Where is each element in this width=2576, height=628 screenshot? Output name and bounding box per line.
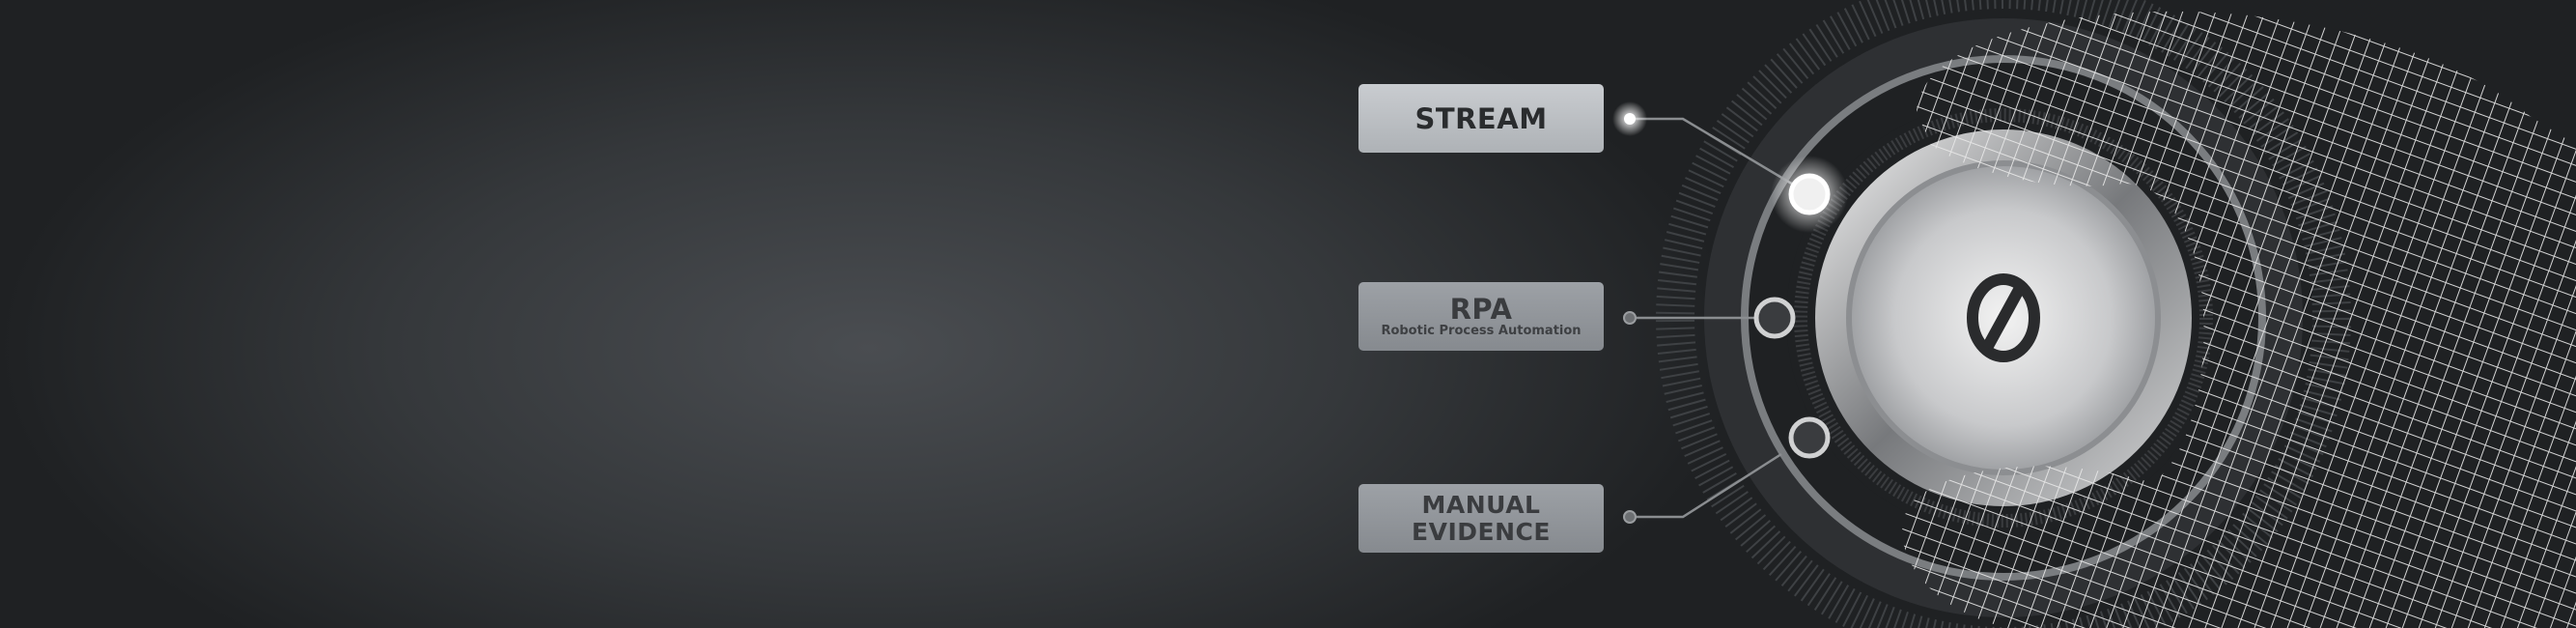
option-rpa-sublabel: Robotic Process Automation <box>1381 324 1582 338</box>
option-manual-label-line2: EVIDENCE <box>1412 517 1551 546</box>
option-rpa-label: RPA <box>1449 293 1513 326</box>
stream-indicator-light[interactable] <box>1788 173 1831 215</box>
rpa-indicator-light[interactable] <box>1753 297 1796 339</box>
manual-connector-dot <box>1623 510 1637 524</box>
option-manual-evidence-button[interactable]: MANUAL EVIDENCE <box>1358 484 1604 553</box>
rpa-connector-dot <box>1623 311 1637 325</box>
option-rpa-button[interactable]: RPA Robotic Process Automation <box>1358 282 1604 351</box>
manual-indicator-light[interactable] <box>1788 416 1831 459</box>
option-manual-label-line1: MANUAL <box>1421 490 1541 519</box>
stream-connector-dot <box>1624 113 1636 125</box>
wireframe-hand-image <box>1902 11 2576 628</box>
option-stream-label: STREAM <box>1414 101 1548 135</box>
null-symbol-icon <box>1967 273 2040 362</box>
option-stream-button[interactable]: STREAM <box>1358 84 1604 153</box>
